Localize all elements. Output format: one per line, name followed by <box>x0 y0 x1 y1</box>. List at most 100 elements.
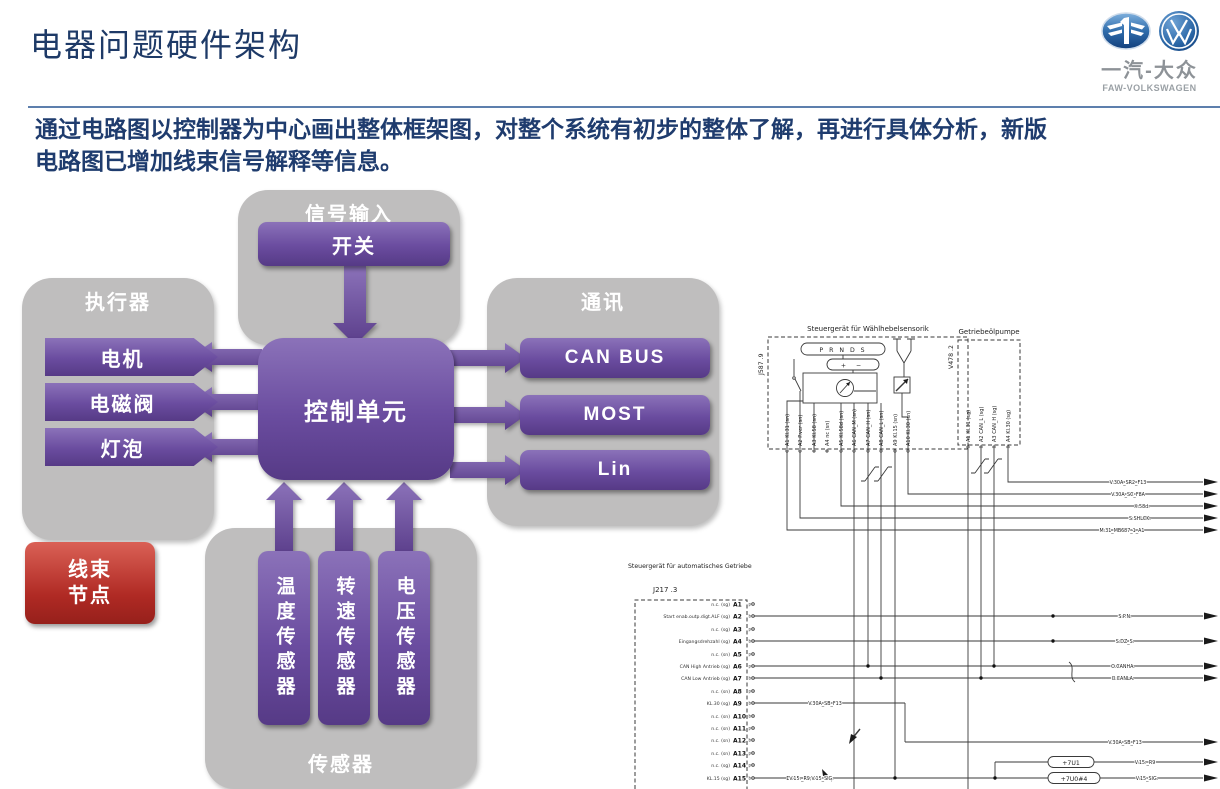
svg-text:n.c. (sn): n.c. (sn) <box>711 689 730 695</box>
schematic-svg: Steuergerät für Wählhebelsensorik J587 .… <box>628 325 1218 789</box>
twist-jog-3 <box>971 458 989 474</box>
svg-text:A1: A1 <box>733 602 742 609</box>
svg-text:O.CANLA.: O.CANLA. <box>1112 676 1135 682</box>
svg-text:A4 Kl.30 (sg): A4 Kl.30 (sg) <box>1006 410 1012 442</box>
module1-box: Steuergerät für Wählhebelsensorik J587 .… <box>758 325 969 453</box>
svg-text:KL.15 (sg): KL.15 (sg) <box>707 776 730 782</box>
svg-text:n.c. (sn): n.c. (sn) <box>711 738 730 744</box>
svg-text:A14: A14 <box>733 763 746 770</box>
module2-box: Getriebeölpumpe V478 .2 A1 Kl.31 (sg) A2… <box>948 328 1021 449</box>
svg-text:A7 CAN_H (sn): A7 CAN_H (sn) <box>866 410 872 446</box>
node-can-bus: CAN BUS <box>520 338 710 378</box>
svg-text:b: b <box>749 676 752 681</box>
svg-text:V478 .2: V478 .2 <box>948 345 955 369</box>
svg-text:M.31_MB687_1_A1: M.31_MB687_1_A1 <box>1100 528 1145 534</box>
svg-text:n.c. (sn): n.c. (sn) <box>711 751 730 757</box>
svg-text:A12: A12 <box>733 738 746 745</box>
svg-text:A9 Kl.15 (sn): A9 Kl.15 (sn) <box>893 414 899 446</box>
intro-line-1: 通过电路图以控制器为中心画出整体框架图，对整个系统有初步的整体了解，再进行具体分… <box>35 116 1047 142</box>
svg-text:n.c. (sg): n.c. (sg) <box>711 763 730 769</box>
svg-text:Steuergerät für Wählhebelsenso: Steuergerät für Wählhebelsensorik <box>807 325 930 333</box>
twist-jog-4 <box>984 458 1002 474</box>
module1-internal-wires <box>786 338 915 449</box>
architecture-diagram: 信号输入 执行器 通讯 传感器 <box>0 185 740 789</box>
connection-refs: +7U1 +7U0#4 <box>1047 756 1101 784</box>
schematic-wires <box>754 449 1203 789</box>
svg-text:p: p <box>749 726 752 731</box>
svg-text:CAN Low Antrieb (sg): CAN Low Antrieb (sg) <box>681 676 730 682</box>
svg-text:A7: A7 <box>733 676 742 683</box>
svg-text:p: p <box>749 689 752 694</box>
twist-jog-1 <box>861 466 879 482</box>
svg-text:p: p <box>749 602 752 607</box>
page-title: 电器问题硬件架构 <box>30 27 303 63</box>
wire-arrowheads <box>822 478 1218 782</box>
brand-block: 一汽-大众 FAW-VOLKSWAGEN <box>1087 10 1212 93</box>
svg-text:b: b <box>749 701 752 706</box>
svg-text:V.30A_SB_F13: V.30A_SB_F13 <box>1108 740 1142 746</box>
module2-pins: A1 Kl.31 (sg) A2 CAN_L (sg) A3 CAN_H (sg… <box>966 406 1012 449</box>
node-harness: 线束 节点 <box>25 542 155 624</box>
svg-text:A15: A15 <box>733 776 746 783</box>
harness-line-2: 节点 <box>68 585 112 607</box>
node-voltage-sensor: 电压传感器 <box>378 551 430 725</box>
svg-text:CAN High Antrieb (sg): CAN High Antrieb (sg) <box>680 664 731 670</box>
svg-text:S.DZ_S.: S.DZ_S. <box>1116 639 1135 645</box>
svg-text:A3 CAN_H (sg): A3 CAN_H (sg) <box>992 406 998 442</box>
svg-text:A2: A2 <box>733 614 742 621</box>
svg-text:A6: A6 <box>733 664 742 671</box>
svg-text:A10: A10 <box>733 714 746 721</box>
intro-line-2: 电路图已增加线束信号解释等信息。 <box>35 147 403 174</box>
svg-text:A4: A4 <box>733 639 742 646</box>
group-signal-input-title: 信号输入 <box>305 204 393 226</box>
brand-logos <box>1087 10 1212 52</box>
node-temp-sensor: 温度传感器 <box>258 551 310 725</box>
svg-text:n.c. (sn): n.c. (sn) <box>711 714 730 720</box>
svg-text:V.30A_SB_F13: V.30A_SB_F13 <box>808 701 842 707</box>
signal-labels: V.30A_SR2_F13 V.30A_SC_F8A X.58d. S.SHLC… <box>785 479 1159 783</box>
transistor-symbol <box>893 376 911 394</box>
svg-text:A8: A8 <box>733 689 742 696</box>
svg-text:b: b <box>749 776 752 781</box>
svg-text:Steuergerät für automatisches: Steuergerät für automatisches Getriebe <box>628 563 752 570</box>
group-sensors-title: 传感器 <box>308 754 374 776</box>
svg-text:b: b <box>749 714 752 719</box>
svg-text:A1 Kl.31 (sn): A1 Kl.31 (sn) <box>785 414 791 446</box>
svg-text:n.c. (sg): n.c. (sg) <box>711 602 730 608</box>
node-bulb: 灯泡 <box>45 428 218 466</box>
svg-text:b: b <box>749 614 752 619</box>
faw-logo-icon <box>1100 12 1151 50</box>
harness-line-1: 线束 <box>68 559 112 581</box>
svg-text:O.CANHA.: O.CANHA. <box>1111 664 1135 670</box>
module3-box: Steuergerät für automatisches Getriebe J… <box>628 563 755 789</box>
svg-text:Getriebeölpumpe: Getriebeölpumpe <box>958 328 1019 336</box>
svg-text:+7U0#4: +7U0#4 <box>1061 776 1088 783</box>
svg-text:A6 CAN_M (sn): A6 CAN_M (sn) <box>852 409 858 446</box>
svg-text:A8 CAN_L (sn): A8 CAN_L (sn) <box>879 411 885 446</box>
svg-text:A9: A9 <box>733 701 742 708</box>
svg-text:V.30A_SR2_F13: V.30A_SR2_F13 <box>1110 480 1147 486</box>
twist-jog-2 <box>874 466 892 482</box>
vw-logo-icon <box>1158 11 1199 51</box>
group-communication-title: 通讯 <box>581 292 625 314</box>
svg-text:A5 Kl.58d (sn): A5 Kl.58d (sn) <box>839 411 845 446</box>
svg-text:Eingangsdrehzahl (sg): Eingangsdrehzahl (sg) <box>679 639 730 645</box>
svg-text:ΣV.15._R9,V.15_SIG.: ΣV.15._R9,V.15_SIG. <box>786 776 834 782</box>
svg-text:b: b <box>749 639 752 644</box>
svg-text:A3: A3 <box>733 627 742 634</box>
svg-text:P R N D S: P R N D S <box>819 347 866 354</box>
svg-text:A4 nc (sn): A4 nc (sn) <box>825 421 831 446</box>
brand-name-en: FAW-VOLKSWAGEN <box>1102 83 1197 93</box>
svg-text:S.P.N.: S.P.N. <box>1118 614 1131 620</box>
svg-text:A10 Kl.30 (sn): A10 Kl.30 (sn) <box>906 411 912 446</box>
svg-text:A1 Kl.31 (sg): A1 Kl.31 (sg) <box>966 410 972 442</box>
node-speed-sensor: 转速传感器 <box>318 551 370 725</box>
svg-text:p: p <box>749 763 752 768</box>
group-signal-input: 信号输入 <box>238 190 460 345</box>
node-most: MOST <box>520 395 710 435</box>
divider-line <box>28 106 1220 108</box>
wiring-schematic: Steuergerät für Wählhebelsensorik J587 .… <box>620 305 1220 789</box>
svg-text:p: p <box>749 751 752 756</box>
group-actuators-title: 执行器 <box>85 292 151 314</box>
junction-dots <box>866 614 1055 780</box>
